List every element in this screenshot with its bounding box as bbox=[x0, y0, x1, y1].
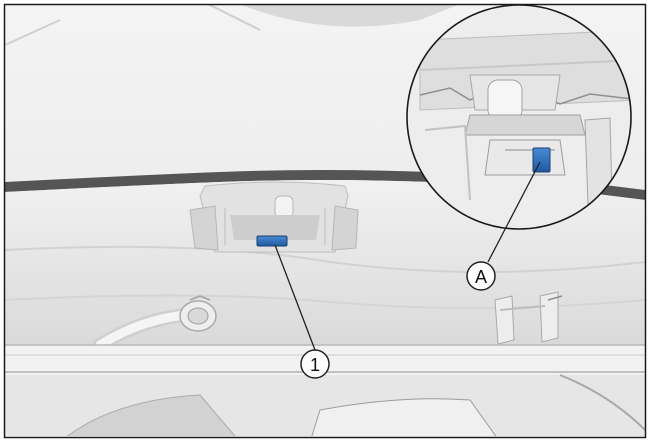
clip-1-highlight bbox=[256, 235, 288, 247]
upper-edge-line bbox=[207, 5, 261, 31]
callout-1: 1 bbox=[300, 349, 330, 379]
leader-line-a bbox=[487, 161, 541, 263]
seat-shape-left bbox=[66, 394, 236, 436]
leader-line-1 bbox=[274, 244, 316, 351]
mirror-mount bbox=[189, 181, 359, 253]
right-clips bbox=[494, 291, 563, 345]
seat-shape-right bbox=[311, 398, 497, 436]
frame-border bbox=[3, 3, 647, 439]
callout-1-label: 1 bbox=[310, 355, 320, 375]
panel-contour bbox=[5, 245, 645, 273]
door-edge bbox=[559, 374, 645, 431]
callout-a-label: A bbox=[475, 267, 487, 287]
callout-a: A bbox=[466, 261, 496, 291]
left-grab-handle bbox=[93, 295, 217, 352]
clip-a-highlight bbox=[532, 147, 551, 173]
upper-shadow-shape bbox=[241, 5, 458, 27]
detail-magnifier bbox=[406, 4, 632, 230]
upper-left-edge bbox=[5, 19, 61, 46]
